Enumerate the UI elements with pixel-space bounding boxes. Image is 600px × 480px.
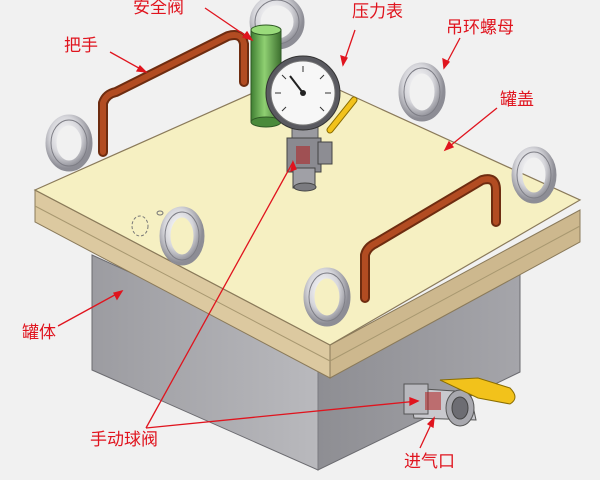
eye-bolt-5 <box>159 206 205 266</box>
leader-lines <box>57 7 498 449</box>
pressure-gauge <box>265 55 358 192</box>
eye-bolt-6 <box>303 267 351 327</box>
label-body: 罐体 <box>22 323 56 343</box>
handle-right <box>360 174 501 303</box>
lid-top <box>33 71 582 346</box>
label-lid: 罐盖 <box>500 90 534 110</box>
label-pressure-gauge: 压力表 <box>352 2 403 22</box>
label-inlet: 进气口 <box>404 452 455 472</box>
label-handle: 把手 <box>64 36 98 56</box>
label-eye-bolt: 吊环螺母 <box>446 18 514 38</box>
eye-bolt-2 <box>45 114 93 172</box>
hidden-hole <box>131 215 149 237</box>
label-safety-valve: 安全阀 <box>133 0 184 18</box>
label-ball-valve: 手动球阀 <box>90 430 158 450</box>
handle-left <box>98 30 249 157</box>
eye-bolt-4 <box>511 146 557 204</box>
eye-bolt-3 <box>398 62 446 122</box>
inlet-ball-valve <box>403 377 516 427</box>
